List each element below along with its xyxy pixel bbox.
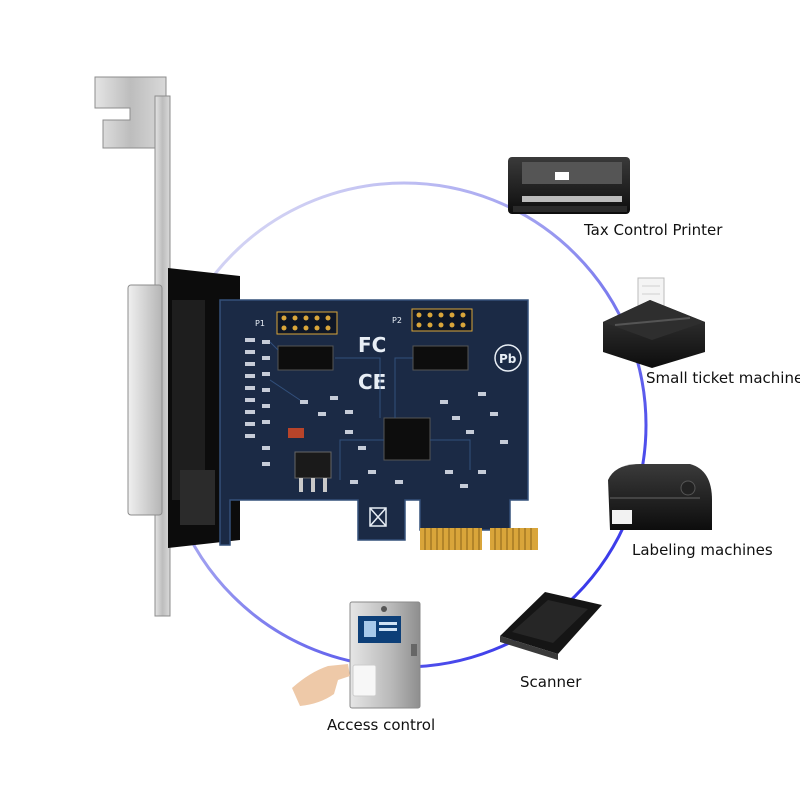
tax-control-printer-icon bbox=[508, 157, 630, 214]
pb-free-mark: Pb bbox=[494, 344, 522, 372]
device-label-tax-control-printer: Tax Control Printer bbox=[584, 221, 723, 239]
access-control-terminal-icon bbox=[292, 601, 421, 709]
ce-mark: CE bbox=[358, 370, 386, 394]
ticket-printer-icon bbox=[603, 277, 705, 368]
recycle-mark bbox=[369, 507, 387, 527]
pcie-parallel-card: P1 P2 FC CE Pb bbox=[94, 76, 538, 617]
mounting-bracket bbox=[94, 76, 171, 617]
hand-icon bbox=[292, 664, 377, 706]
header-label-p1: P1 bbox=[255, 319, 265, 328]
device-label-labeling-machines: Labeling machines bbox=[632, 541, 773, 559]
svg-text:Pb: Pb bbox=[499, 352, 517, 366]
label-printer-icon bbox=[608, 464, 712, 530]
voltage-regulator bbox=[294, 451, 332, 479]
device-label-scanner: Scanner bbox=[520, 673, 582, 691]
fc-mark: FC bbox=[358, 333, 386, 357]
header-label-p2: P2 bbox=[392, 316, 402, 325]
pin-header-p1 bbox=[276, 311, 338, 335]
device-label-small-ticket-machine: Small ticket machine bbox=[646, 369, 800, 387]
device-label-access-control: Access control bbox=[327, 716, 436, 734]
ic-chip bbox=[412, 345, 469, 371]
controller-chip bbox=[383, 417, 431, 461]
scanner-icon bbox=[500, 592, 602, 660]
gold-edge-connector bbox=[420, 528, 538, 550]
ic-chip bbox=[277, 345, 334, 371]
pin-header-p2 bbox=[411, 308, 473, 332]
